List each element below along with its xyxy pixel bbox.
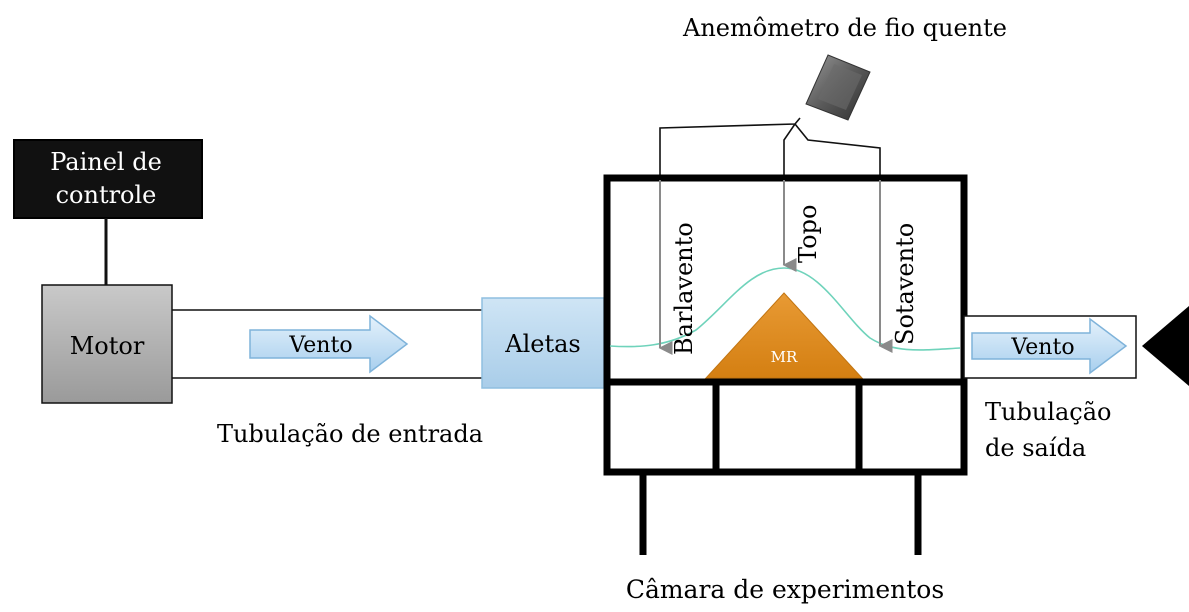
fins-label: Aletas	[504, 330, 580, 358]
anemometer-label: Anemômetro de fio quente	[682, 14, 1007, 42]
motor-label: Motor	[70, 332, 145, 360]
wind-label-outlet: Vento	[1010, 335, 1074, 360]
chamber-label: Câmara de experimentos	[626, 575, 944, 604]
model-mr: MR	[704, 292, 864, 379]
exhaust-fan-icon	[1142, 306, 1189, 386]
anemometer-icon	[805, 54, 871, 121]
fins: Aletas	[481, 297, 605, 389]
control-panel: Painel de controle	[13, 139, 203, 219]
model-label: MR	[771, 348, 798, 366]
motor: Motor	[41, 284, 173, 404]
windward-label: Barlavento	[670, 222, 698, 355]
top-label: Topo	[794, 205, 822, 263]
leeward-label: Sotavento	[891, 223, 919, 345]
wind-label-inlet: Vento	[288, 333, 352, 358]
wind-arrow-inlet: Vento	[249, 314, 409, 374]
outlet-pipe-label-line1: Tubulação	[985, 398, 1111, 426]
wind-arrow-outlet: Vento	[971, 317, 1128, 375]
inlet-pipe-label: Tubulação de entrada	[217, 420, 483, 448]
probe-arrows	[658, 180, 893, 355]
test-chamber	[603, 174, 968, 555]
anemometer-cables	[659, 117, 881, 176]
control-panel-label-line2: controle	[56, 181, 157, 209]
outlet-pipe-label-line2: de saída	[985, 434, 1086, 462]
control-panel-label-line1: Painel de	[50, 148, 162, 176]
inlet-pipe	[172, 309, 482, 379]
